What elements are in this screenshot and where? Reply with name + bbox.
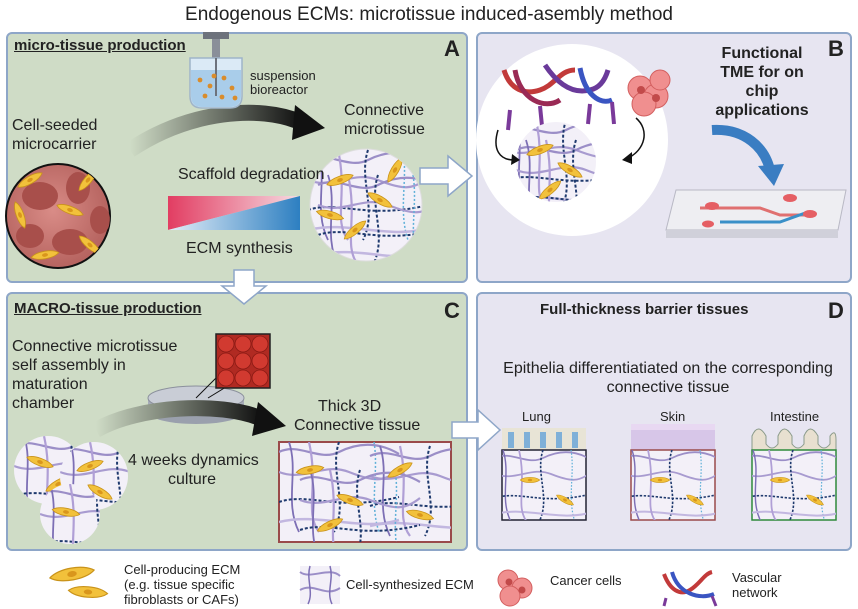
organ-on-chip-icon xyxy=(665,189,847,238)
legend-vascular-icon xyxy=(662,570,718,607)
arrow-c-to-d xyxy=(451,408,502,452)
legend-vascular-label: Vascular network xyxy=(732,570,782,600)
cancer-cluster-b xyxy=(627,69,671,117)
tme-sphere-b xyxy=(516,122,596,202)
legend-vascular-line2: network xyxy=(732,585,778,600)
panel-b-line4: applications xyxy=(715,102,809,119)
figure-title: Endogenous ECMs: microtissue induced-ase… xyxy=(185,4,673,25)
microtissue-label-line2: microtissue xyxy=(344,121,425,138)
panel-b-line2: TME for on xyxy=(720,64,804,81)
thick-tissue-label-line1: Thick 3D xyxy=(318,398,382,415)
connective-microtissue-illustration xyxy=(309,148,423,262)
legend-cell-line2: (e.g. tissue specific xyxy=(124,577,235,592)
legend-vascular-line1: Vascular xyxy=(732,570,782,585)
legend-cell-icon xyxy=(48,563,109,600)
panel-c-left-line2: self assembly in xyxy=(12,357,126,374)
panel-c-letter: C xyxy=(444,298,460,323)
tissue-label-lung: Lung xyxy=(522,409,551,424)
bioreactor-icon xyxy=(189,32,243,109)
panel-b-letter: B xyxy=(828,36,844,61)
bioreactor-label-line2: bioreactor xyxy=(250,82,308,97)
arrow-a-to-b xyxy=(419,154,474,198)
panel-b-text: Functional TME for on chip applications xyxy=(704,44,820,120)
legend-ecm-label: Cell-synthesized ECM xyxy=(346,577,474,592)
panel-a-heading: micro-tissue production xyxy=(14,37,186,54)
bioreactor-label-line1: suspension xyxy=(250,68,316,83)
scaffold-degradation-label: Scaffold degradation xyxy=(178,166,325,183)
blue-curved-arrow xyxy=(711,124,784,186)
legend-cell-label: Cell-producing ECM (e.g. tissue specific… xyxy=(124,562,240,607)
panel-b-line1: Functional xyxy=(721,45,803,62)
culture-label-line2: culture xyxy=(168,471,217,488)
microcarrier-label-line1: Cell-seeded xyxy=(12,117,98,134)
tissue-label-skin: Skin xyxy=(660,409,686,424)
microcarrier-label-line2: microcarrier xyxy=(12,136,97,153)
legend-ecm-icon xyxy=(299,565,341,605)
microcarrier-illustration xyxy=(5,163,111,269)
legend-cell-line1: Cell-producing ECM xyxy=(124,562,241,577)
microtissue-balls xyxy=(14,436,128,544)
tme-illustration xyxy=(476,44,671,236)
thick-tissue-label-line2: Connective tissue xyxy=(294,417,421,434)
vascular-network-b xyxy=(501,63,616,131)
epithelia-text-line2: connective tissue xyxy=(606,379,730,396)
panel-d-heading: Full-thickness barrier tissues xyxy=(540,301,749,318)
microtissue-label-line1: Connective xyxy=(344,102,425,119)
panel-c-heading: MACRO-tissue production xyxy=(14,300,202,317)
legend-cancer-label: Cancer cells xyxy=(550,573,622,588)
panel-c-left-line1: Connective microtissue xyxy=(12,338,178,355)
arrow-a-to-c xyxy=(219,269,269,305)
epithelia-text-line1: Epithelia differentiatiated on the corre… xyxy=(503,360,833,377)
culture-label-line1: 4 weeks dynamics xyxy=(128,452,259,469)
tissue-label-intestine: Intestine xyxy=(770,409,820,424)
legend-cancer-icon xyxy=(497,569,533,607)
skin-tissue-illustration xyxy=(630,424,716,521)
flow-arrow-c xyxy=(92,400,286,438)
lung-tissue-illustration xyxy=(501,428,587,521)
gradient-bars xyxy=(168,196,300,230)
thick-connective-tissue xyxy=(278,441,452,543)
legend-cell-line3: fibroblasts or CAFs) xyxy=(124,592,239,607)
panel-c-left-line3: maturation xyxy=(12,376,88,393)
panel-c-left-line4: chamber xyxy=(12,395,75,412)
panel-a-letter: A xyxy=(444,36,460,61)
panel-d-letter: D xyxy=(828,298,844,323)
ecm-synthesis-label: ECM synthesis xyxy=(186,240,293,257)
flow-arrow-a xyxy=(125,104,325,157)
panel-b-line3: chip xyxy=(745,83,779,100)
intestine-tissue-illustration xyxy=(751,428,837,521)
